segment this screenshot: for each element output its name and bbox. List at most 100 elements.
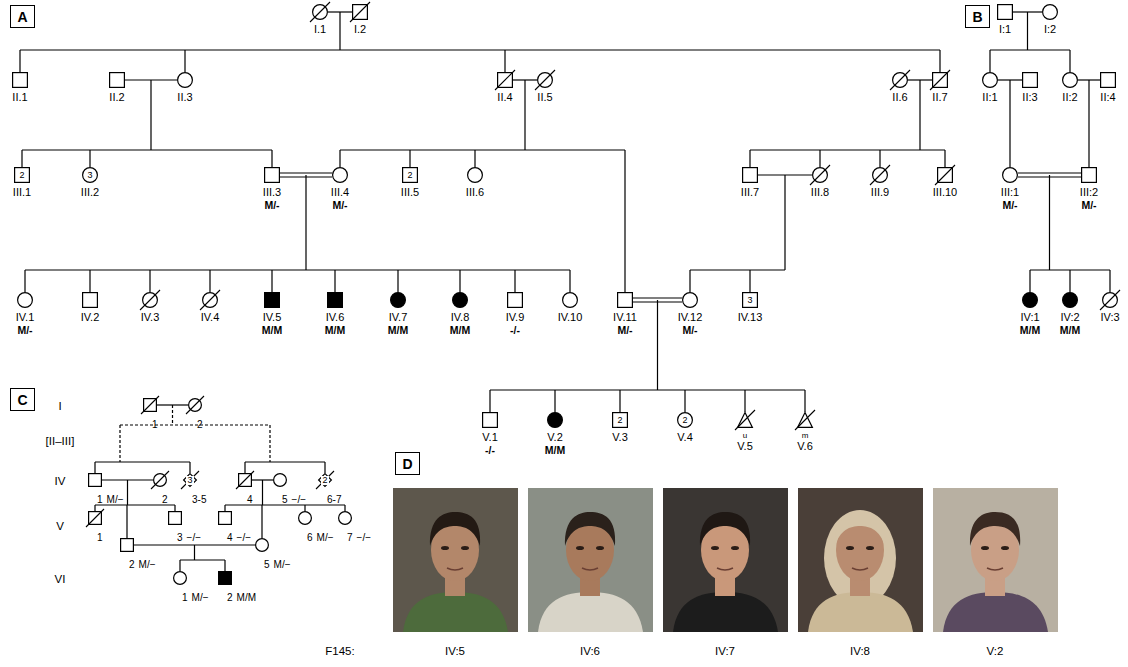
- symbol-outline: [1100, 72, 1116, 88]
- mating-line: [252, 479, 273, 480]
- patient-photo: [798, 488, 923, 632]
- symbol-outline: [1062, 292, 1078, 308]
- genotype: M/−: [317, 532, 334, 543]
- descent-line: [1030, 175, 1110, 292]
- pedigree-symbol: 1: [88, 511, 102, 525]
- pedigree-symbol: III:2M/-: [1081, 167, 1097, 183]
- symbol-outline: [188, 398, 202, 412]
- pedigree-symbol: 4−/−: [218, 511, 232, 525]
- symbol-outline: [1022, 72, 1038, 88]
- symbol-outline: [218, 511, 232, 525]
- patient-photo: [528, 488, 653, 632]
- individual-id: 7: [347, 532, 353, 543]
- pedigree-symbol: IV.3: [142, 292, 158, 308]
- pedigree-symbol: 2M/M: [218, 571, 232, 585]
- individual-id: 2: [129, 559, 135, 570]
- symbol-outline: [264, 292, 280, 308]
- pedigree-symbol: III.6: [467, 167, 483, 183]
- photo-caption: IV:8: [850, 645, 870, 657]
- symbol-outline: [312, 4, 328, 20]
- descent-line: [245, 462, 325, 473]
- genotype: M/M: [1060, 324, 1080, 336]
- individual-id: II:1: [982, 91, 997, 104]
- individual-id: III.3: [263, 186, 281, 199]
- descent-line: [225, 480, 345, 538]
- genotype: M/-: [1001, 199, 1019, 211]
- symbol-outline: [120, 538, 134, 552]
- symbol-outline: [142, 292, 158, 308]
- individual-id: III:1: [1001, 186, 1019, 199]
- pedigree-symbol: 26-7: [318, 473, 332, 487]
- descent-line: [750, 80, 945, 167]
- pedigree-symbol: I.2: [352, 4, 368, 20]
- symbol-outline: [168, 511, 182, 525]
- individual-id: IV.12: [678, 311, 703, 324]
- pedigree-symbol: 2M/−: [120, 538, 134, 552]
- pedigree-symbol: 2V.3: [612, 412, 628, 428]
- descent-line: [490, 300, 805, 412]
- patient-photo: [663, 488, 788, 632]
- pedigree-symbol: 33-5: [183, 473, 197, 487]
- symbol-outline: [17, 292, 33, 308]
- descent-line: [180, 545, 225, 571]
- pedigree-symbol: IV.1M/-: [17, 292, 33, 308]
- generation-label: V: [56, 520, 64, 532]
- symbol-outline: [982, 72, 998, 88]
- pedigree-symbol: II.3: [177, 72, 193, 88]
- individual-id: III.2: [81, 186, 99, 199]
- symbol-outline: [327, 292, 343, 308]
- pedigree-symbol: 4: [238, 473, 252, 487]
- panel-letter: A: [17, 10, 27, 24]
- symbol-outline: [1022, 292, 1038, 308]
- photo-caption: IV:7: [715, 645, 735, 657]
- symbol-outline: [390, 292, 406, 308]
- individual-id: V.6: [797, 440, 813, 453]
- pedigree-symbol: 1M/−: [88, 473, 102, 487]
- genotype: M/-: [331, 199, 349, 211]
- pedigree-symbol: II.1: [12, 72, 28, 88]
- pedigree-symbol: 3III.2: [82, 167, 98, 183]
- individual-id: IV.13: [738, 311, 763, 324]
- individual-id: III.7: [741, 186, 759, 199]
- pedigree-symbol: IV.11M/-: [617, 292, 633, 308]
- symbol-outline: [467, 167, 483, 183]
- symbol-outline: [1062, 72, 1078, 88]
- pedigree-symbol: 2III.5: [402, 167, 418, 183]
- individual-id: u: [737, 431, 753, 440]
- panel-letter: B: [972, 10, 982, 24]
- individual-id: I.2: [354, 23, 366, 36]
- individual-id: IV:2: [1060, 311, 1080, 324]
- individual-id: 4: [247, 494, 253, 505]
- pedigree-symbol: mV.6: [797, 412, 813, 428]
- pedigree-symbol: III.4M/-: [332, 167, 348, 183]
- symbol-outline: [1102, 292, 1118, 308]
- panel-letter-box: B: [965, 5, 990, 28]
- patient-photo: [933, 488, 1058, 632]
- panel-letter-box: A: [10, 5, 35, 28]
- symbol-outline: [507, 292, 523, 308]
- mating-line: [328, 11, 352, 12]
- pedigree-symbol: 2V.4: [677, 412, 693, 428]
- mating-line: [134, 544, 255, 545]
- individual-id: II.7: [932, 91, 947, 104]
- count-number: 2: [406, 171, 413, 180]
- individual-id: 1: [182, 592, 188, 603]
- pedigree-symbol: 2III.1: [14, 167, 30, 183]
- individual-id: I:1: [999, 23, 1011, 36]
- individual-id: III.6: [466, 186, 484, 199]
- symbol-outline: [273, 473, 287, 487]
- descent-line: [25, 175, 570, 292]
- symbol-outline: [88, 473, 102, 487]
- genotype: M/-: [16, 324, 35, 336]
- individual-id: 5: [264, 559, 270, 570]
- genotype: M/-: [1080, 199, 1098, 211]
- individual-id: II.3: [177, 91, 192, 104]
- pedigree-symbol: 3IV.13: [742, 292, 758, 308]
- count-number: 2: [321, 476, 328, 485]
- mating-line: [157, 404, 188, 405]
- symbol-outline: [143, 398, 157, 412]
- symbol-outline: [173, 571, 187, 585]
- individual-id: V.4: [677, 431, 693, 444]
- individual-id: III.4: [331, 186, 349, 199]
